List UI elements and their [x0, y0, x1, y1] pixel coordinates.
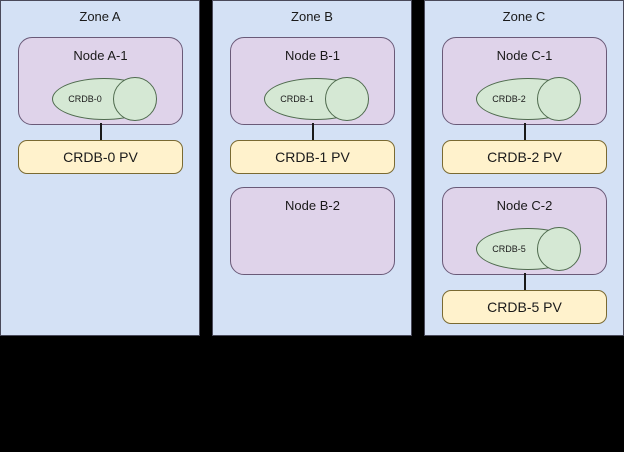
cylinder-cap-icon	[537, 227, 581, 271]
zone-a-title: Zone A	[79, 9, 121, 24]
edge-node-b-1-to-crdb-1-pv	[312, 123, 314, 141]
zone-c-container[interactable]: Zone C Node C-1 CRDB-2 CRDB-2 PV Node C-…	[424, 0, 624, 336]
zone-a-container[interactable]: Zone A Node A-1 CRDB-0 CRDB-0 PV	[0, 0, 200, 336]
cylinder-cap-icon	[325, 77, 369, 121]
pv-crdb-0-box[interactable]: CRDB-0 PV	[18, 140, 183, 174]
node-b-2-title: Node B-2	[285, 198, 340, 213]
node-c-2-container[interactable]: Node C-2 CRDB-5	[442, 187, 607, 275]
cylinder-cap-icon	[537, 77, 581, 121]
pv-crdb-2-label: CRDB-2 PV	[487, 148, 562, 165]
pv-crdb-1-label: CRDB-1 PV	[275, 148, 350, 165]
node-b-1-container[interactable]: Node B-1 CRDB-1	[230, 37, 395, 125]
node-c-1-container[interactable]: Node C-1 CRDB-2	[442, 37, 607, 125]
pod-crdb-1-label: CRDB-1	[280, 94, 314, 104]
pod-crdb-1-cylinder[interactable]: CRDB-1	[264, 77, 369, 121]
node-c-2-title: Node C-2	[496, 198, 553, 213]
zone-c-title: Zone C	[502, 9, 546, 24]
cylinder-cap-icon	[113, 77, 157, 121]
edge-node-c-1-to-crdb-2-pv	[524, 123, 526, 141]
pv-crdb-0-label: CRDB-0 PV	[63, 148, 138, 165]
pv-crdb-2-box[interactable]: CRDB-2 PV	[442, 140, 607, 174]
pv-crdb-1-box[interactable]: CRDB-1 PV	[230, 140, 395, 174]
edge-node-a-1-to-crdb-0-pv	[100, 123, 102, 141]
node-b-1-title: Node B-1	[285, 48, 340, 63]
pod-crdb-2-label: CRDB-2	[492, 94, 526, 104]
zone-b-container[interactable]: Zone B Node B-1 CRDB-1 CRDB-1 PV Node B-…	[212, 0, 412, 336]
pv-crdb-5-label: CRDB-5 PV	[487, 298, 562, 315]
zone-b-title: Zone B	[291, 9, 333, 24]
pod-crdb-2-cylinder[interactable]: CRDB-2	[476, 77, 581, 121]
pod-crdb-5-cylinder[interactable]: CRDB-5	[476, 227, 581, 271]
node-b-2-container[interactable]: Node B-2	[230, 187, 395, 275]
pod-crdb-0-label: CRDB-0	[68, 94, 102, 104]
node-c-1-title: Node C-1	[496, 48, 553, 63]
node-a-1-title: Node A-1	[73, 48, 128, 63]
pod-crdb-5-label: CRDB-5	[492, 244, 526, 254]
pv-crdb-5-box[interactable]: CRDB-5 PV	[442, 290, 607, 324]
edge-node-c-2-to-crdb-5-pv	[524, 273, 526, 291]
node-a-1-container[interactable]: Node A-1 CRDB-0	[18, 37, 183, 125]
pod-crdb-0-cylinder[interactable]: CRDB-0	[52, 77, 157, 121]
